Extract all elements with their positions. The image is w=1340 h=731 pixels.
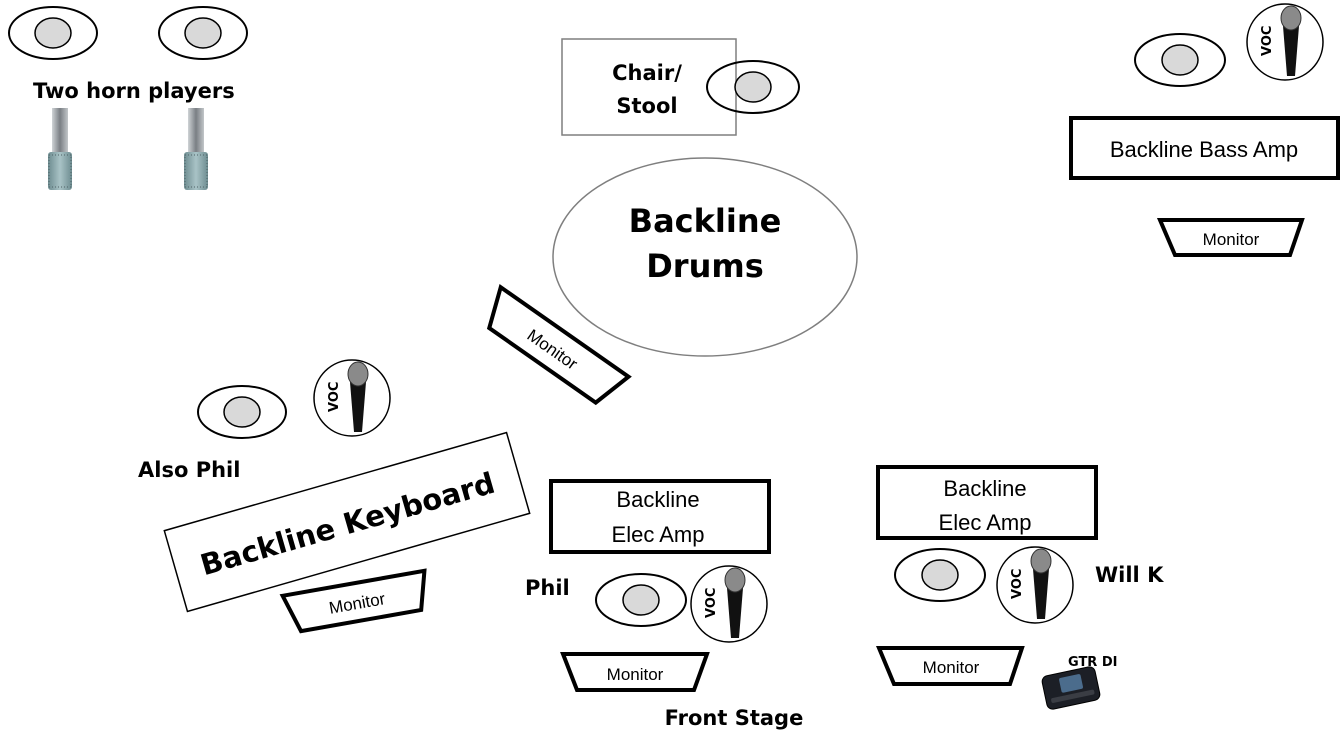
elec-amp-right-label-1: Backline xyxy=(943,476,1026,501)
svg-text:VOC: VOC xyxy=(1260,26,1275,56)
chair-stool-label-2: Stool xyxy=(616,94,677,118)
phil-label: Phil xyxy=(525,576,570,600)
elec-amp-left-label-1: Backline xyxy=(616,487,699,512)
vocal-mic-icon: VOC xyxy=(690,565,768,643)
drums-label-1: Backline xyxy=(629,202,782,240)
monitor-wedge-icon: Monitor xyxy=(560,652,710,692)
monitor-wedge-icon: Monitor xyxy=(1156,218,1305,257)
performer-bass xyxy=(1134,33,1226,87)
svg-text:VOC: VOC xyxy=(1010,569,1025,599)
svg-text:VOC: VOC xyxy=(327,382,342,412)
front-stage-label: Front Stage xyxy=(665,706,804,730)
monitor-wedge-icon: Monitor xyxy=(279,568,427,634)
monitor-wedge-icon: Monitor xyxy=(876,646,1025,686)
elec-amp-left-box xyxy=(549,479,771,554)
svg-text:Monitor: Monitor xyxy=(607,665,664,684)
gtr-di-label: GTR DI xyxy=(1068,655,1117,670)
will-k-label: Will K xyxy=(1095,563,1164,587)
performer-will-k xyxy=(894,548,986,602)
performer-phil xyxy=(595,573,687,627)
horn-mic-icon xyxy=(184,108,208,190)
vocal-mic-icon: VOC xyxy=(996,546,1074,624)
elec-amp-right-box xyxy=(876,465,1098,540)
drums-riser xyxy=(552,157,858,357)
bass-amp-label: Backline Bass Amp xyxy=(1110,137,1298,162)
performer-keys xyxy=(197,385,287,439)
bass-amp-box xyxy=(1069,116,1340,180)
monitor-wedge-icon: Monitor xyxy=(486,283,632,406)
chair-stool-label-1: Chair/ xyxy=(612,61,682,85)
chair-stool-box xyxy=(561,38,737,136)
also-phil-label: Also Phil xyxy=(138,458,240,482)
drums-label-2: Drums xyxy=(646,247,764,285)
performer-drummer xyxy=(706,60,800,114)
elec-amp-right-label-2: Elec Amp xyxy=(939,510,1032,535)
performer-horn-1 xyxy=(8,6,98,60)
horn-mic-icon xyxy=(48,108,72,190)
svg-text:VOC: VOC xyxy=(704,588,719,618)
performer-horn-2 xyxy=(158,6,248,60)
elec-amp-left-label-2: Elec Amp xyxy=(612,522,705,547)
svg-text:Monitor: Monitor xyxy=(1203,230,1260,249)
vocal-mic-icon: VOC xyxy=(313,359,391,437)
svg-text:Monitor: Monitor xyxy=(923,658,980,677)
horn-players-label: Two horn players xyxy=(33,79,235,103)
di-box-icon xyxy=(1041,666,1101,710)
vocal-mic-icon: VOC xyxy=(1246,3,1324,81)
